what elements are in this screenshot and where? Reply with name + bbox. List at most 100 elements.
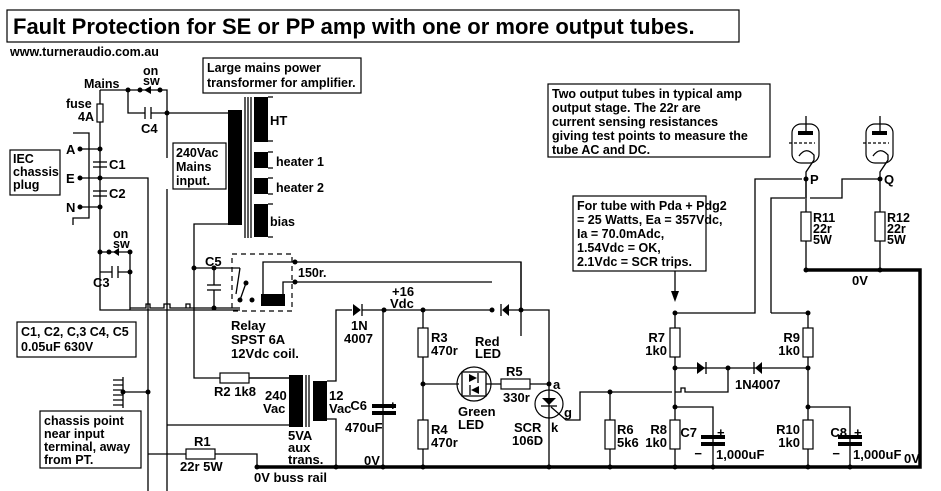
scr-type: 106D [512,433,543,448]
c6-plate [372,404,396,408]
neutral-wire [99,130,240,311]
c7-plate [701,442,725,446]
junction-dot [607,389,613,395]
chassis-point-note [39,410,142,469]
tube-cathode [872,150,889,179]
note-line: near input [44,427,105,441]
scr-k-label: k [551,420,559,435]
r6-label: R6 [617,422,634,437]
left-sense-wires [674,178,802,467]
heater1-label: heater 1 [276,155,324,169]
iec-plug-note [9,149,61,196]
switch-arrow-icon [113,248,119,256]
r1-value: 22r 5W [180,459,223,474]
junction-dot [672,310,678,316]
plus16-rail [362,309,550,467]
aux-primary-winding [289,375,303,427]
junction-dot [805,310,811,316]
scr-a-label: a [553,377,561,392]
pt-primary-winding [228,110,242,225]
website-link[interactable]: www.turneraudio.com.au [9,45,159,59]
zero-v-label-top: 0V [852,273,868,288]
on-sw-label: on [143,64,158,78]
c7-label: C7 [680,425,697,440]
crossover-wire [130,303,240,309]
c2-label: C2 [109,186,126,201]
pt-bias-winding [254,204,268,237]
note-line: from PT. [44,453,93,467]
aux-secondary-winding [313,381,327,421]
junction-dot [125,87,131,93]
r11-value: 22r [813,222,832,236]
output-tube-q [863,116,894,179]
r11-label: R11 [813,211,835,225]
junction-dot [847,464,853,470]
r3-r4-wire [422,357,459,467]
r12-value: 22r [887,222,906,236]
note-line: current sensing resistances [552,115,718,129]
on-sw-label-2: sw [113,237,130,251]
ht-label: HT [270,113,287,128]
buss-rail-label: 0V buss rail [254,470,327,485]
junction-dot [805,404,811,410]
tube-spec-note [572,195,707,272]
junction-dot [381,307,387,313]
heater2-label: heater 2 [276,181,324,195]
switch-arrow-icon [144,86,151,94]
r12-label: R12 [887,211,910,225]
junction-dot [877,267,883,273]
bias-label: bias [270,215,295,229]
on-sw-label-2: on [113,227,128,241]
scr-g-label: g [564,405,572,420]
note-line: 1.54Vdc = OK, [577,241,661,255]
r8-label: R8 [650,422,667,437]
junction-dot [420,307,426,313]
note-line: IEC [13,152,34,166]
junction-dot [420,381,426,387]
junction-dot [127,269,133,275]
scr-anode-node [546,381,552,387]
r7-resistor [669,327,681,358]
r9-resistor [802,327,814,358]
relay-contact [249,297,255,303]
junction-dot [607,464,613,470]
relay-label: Relay [231,318,266,333]
flyback-diode-icon [502,304,509,316]
c8-plate [838,435,862,439]
note-line: 0.05uF 630V [21,340,94,354]
r7-value: 1k0 [645,343,667,358]
r1-label: R1 [194,434,211,449]
note-line: Mains [176,160,211,174]
r2-label: R2 1k8 [214,384,256,399]
note-line: input. [176,174,210,188]
page-title: Fault Protection for SE or PP amp with o… [13,14,695,39]
note-line: transformer for amplifier. [207,76,356,90]
diodes-label: 1N4007 [735,377,781,392]
note-line: terminal, away [44,440,130,454]
aux-secondary-label: Vac [329,401,351,416]
scr-device [534,389,564,419]
red-led-icon [469,374,477,382]
iec-pin-wires [80,148,149,491]
note-line: chassis [13,165,59,179]
junction-dot [672,404,678,410]
note-line: output stage. The 22r are [552,101,701,115]
chassis-wire [123,391,258,467]
junction-dot [546,464,552,470]
note-line: Two output tubes in typical amp [552,87,742,101]
relay-label: 12Vdc coil. [231,346,299,361]
junction-dot [97,146,103,152]
junction-dot [805,464,811,470]
junction-dot [710,464,716,470]
power-transformer-note [202,57,362,94]
output-tubes-note [547,83,771,158]
aux-primary-label: 240 [265,388,287,403]
aux-trans-label: trans. [288,452,323,467]
green-led-icon [471,386,479,394]
switch-contact [106,249,112,255]
red-led-label: LED [475,346,501,361]
c4-label: C4 [141,121,158,136]
r12-rating: 5W [887,233,906,247]
tube-anode [798,131,813,135]
